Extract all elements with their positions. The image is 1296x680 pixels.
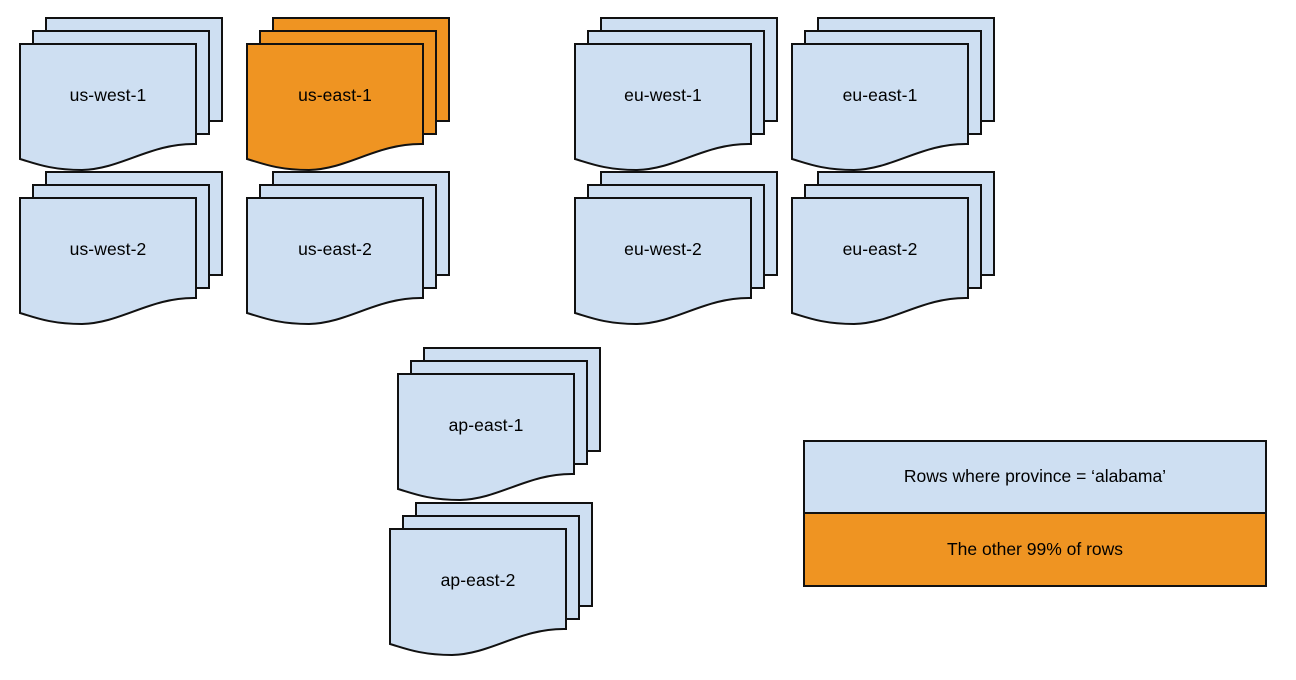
region-label-us-west-1: us-west-1: [69, 84, 147, 105]
document-stack-icon: [19, 171, 223, 326]
document-sheet-front: [397, 373, 575, 502]
legend-label-other: The other 99% of rows: [946, 538, 1124, 559]
region-label-us-east-2: us-east-2: [298, 238, 372, 259]
document-sheet-front: [246, 197, 424, 326]
legend-row-other: The other 99% of rows: [805, 513, 1265, 585]
legend-row-alabama: Rows where province = ‘alabama’: [805, 442, 1265, 514]
region-label-ap-east-2: ap-east-2: [440, 569, 516, 590]
region-label-us-west-2: us-west-2: [69, 238, 147, 259]
document-stack-icon: [19, 17, 223, 172]
document-sheet-front: [389, 528, 567, 657]
region-stack-eu-east-1[interactable]: eu-east-1: [791, 17, 1007, 178]
legend: Rows where province = ‘alabama’ The othe…: [803, 440, 1267, 587]
region-stack-us-west-1[interactable]: us-west-1: [19, 17, 235, 178]
legend-label-alabama: Rows where province = ‘alabama’: [903, 466, 1167, 487]
document-stack-icon: [791, 171, 995, 326]
region-stack-eu-west-1[interactable]: eu-west-1: [574, 17, 790, 178]
document-sheet-front: [791, 43, 969, 172]
document-stack-icon: [397, 347, 601, 502]
document-sheet-front: [574, 197, 752, 326]
document-stack-icon: [791, 17, 995, 172]
document-sheet-front: [19, 43, 197, 172]
document-stack-icon: [389, 502, 593, 657]
region-stack-eu-west-2[interactable]: eu-west-2: [574, 171, 790, 332]
region-stack-ap-east-2[interactable]: ap-east-2: [389, 502, 605, 663]
document-sheet-front: [19, 197, 197, 326]
region-label-ap-east-1: ap-east-1: [448, 414, 524, 435]
document-sheet-front: [791, 197, 969, 326]
document-sheet-front: [574, 43, 752, 172]
region-stack-ap-east-1[interactable]: ap-east-1: [397, 347, 613, 508]
region-stack-eu-east-2[interactable]: eu-east-2: [791, 171, 1007, 332]
region-label-eu-west-1: eu-west-1: [624, 84, 702, 105]
region-stack-us-east-2[interactable]: us-east-2: [246, 171, 462, 332]
region-label-us-east-1: us-east-1: [298, 84, 372, 105]
document-stack-icon: [574, 171, 778, 326]
document-stack-icon: [246, 17, 450, 172]
region-label-eu-east-1: eu-east-1: [842, 84, 918, 105]
document-sheet-front: [246, 43, 424, 172]
region-label-eu-east-2: eu-east-2: [842, 238, 918, 259]
region-label-eu-west-2: eu-west-2: [624, 238, 702, 259]
region-stack-us-east-1[interactable]: us-east-1: [246, 17, 462, 178]
document-stack-icon: [574, 17, 778, 172]
region-stack-us-west-2[interactable]: us-west-2: [19, 171, 235, 332]
document-stack-icon: [246, 171, 450, 326]
